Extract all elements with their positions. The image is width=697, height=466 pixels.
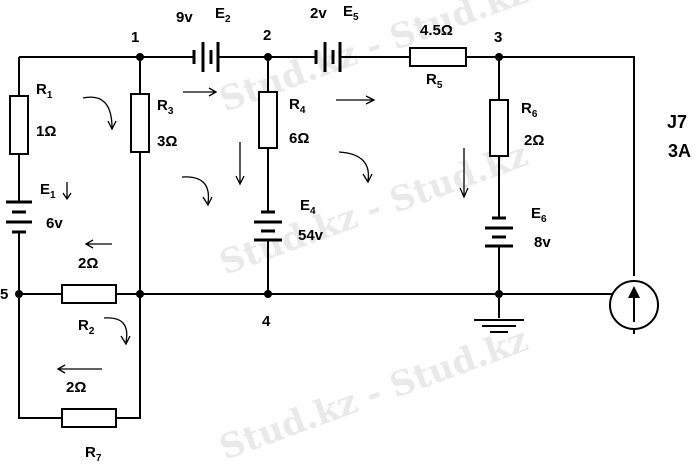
resistor-r6 [489,99,509,157]
nodes [15,53,503,298]
node-3-label: 3 [494,29,502,46]
node-5-label: 5 [0,286,8,303]
r7-value: 2Ω [66,379,86,396]
battery-e1 [6,200,32,234]
r6-label: R6 [521,100,538,120]
loop-arrow-icon [82,96,117,131]
watermark-text-3: Stud.kz - Stud.kz [214,320,533,466]
r6-value: 2Ω [524,132,544,149]
watermark-text-2: Stud.kz - Stud.kz [214,135,533,284]
node-3-dot [495,53,503,61]
r5-label: R5 [426,71,443,91]
current-source-j7 [609,280,659,330]
e2-value: 9v [176,9,193,26]
e1-value: 6v [46,215,63,232]
resistor-r2 [61,284,117,304]
r3-label: R3 [157,97,174,117]
r1-value: 1Ω [36,123,56,140]
battery-e5 [314,42,342,72]
loop-arrow-icon [103,317,131,346]
e1-label: E1 [40,181,56,201]
resistor-r1 [9,95,29,155]
node-4-dot [264,290,272,298]
r4-label: R4 [289,96,306,116]
arrow-down-icon [459,148,469,199]
r2-value: 2Ω [78,255,98,272]
ground-symbol [474,319,524,333]
e6-label: E6 [531,205,547,225]
arrow-left-icon [56,364,102,374]
arrow-right-icon [183,87,218,97]
node-r2-junction-dot [136,290,144,298]
loop-arrow-icon [181,176,213,207]
arrow-left-icon [84,239,112,249]
resistor-r3 [130,93,150,153]
battery-e4 [254,210,282,242]
r3-value: 3Ω [157,133,177,150]
source-arrow-icon [628,286,640,298]
battery-e6 [485,216,513,248]
r1-label: R1 [36,81,53,101]
arrow-right-icon [336,95,376,105]
watermark: Stud.kz - Stud.kz Stud.kz - Stud.kz Stud… [214,0,533,466]
node-ground-dot [495,290,503,298]
resistor-r5 [409,47,467,67]
node-1-dot [136,53,144,61]
r4-value: 6Ω [289,130,309,147]
j7-label: J7 [667,112,687,132]
battery-e2 [192,42,220,72]
arrow-down-icon [235,142,245,186]
e2-label: E2 [215,5,231,25]
node-2-label: 2 [263,27,271,44]
arrow-down-icon [62,182,72,201]
e4-value: 54v [298,227,324,244]
node-2-dot [264,53,272,61]
e4-label: E4 [300,197,316,217]
r7-label: R7 [85,444,102,464]
r2-label: R2 [78,317,95,337]
e5-label: E5 [343,3,359,23]
node-4-label: 4 [262,313,271,330]
e6-value: 8v [534,234,551,251]
resistor-r7 [61,408,117,428]
current-arrows [56,87,469,374]
resistor-r4 [258,91,278,149]
r5-value: 4.5Ω [420,22,453,39]
loop-arrow-icon [338,151,373,184]
node-5-dot [15,290,23,298]
j7-value: 3A [668,141,691,161]
e5-value: 2v [310,5,327,22]
node-1-label: 1 [131,29,139,46]
